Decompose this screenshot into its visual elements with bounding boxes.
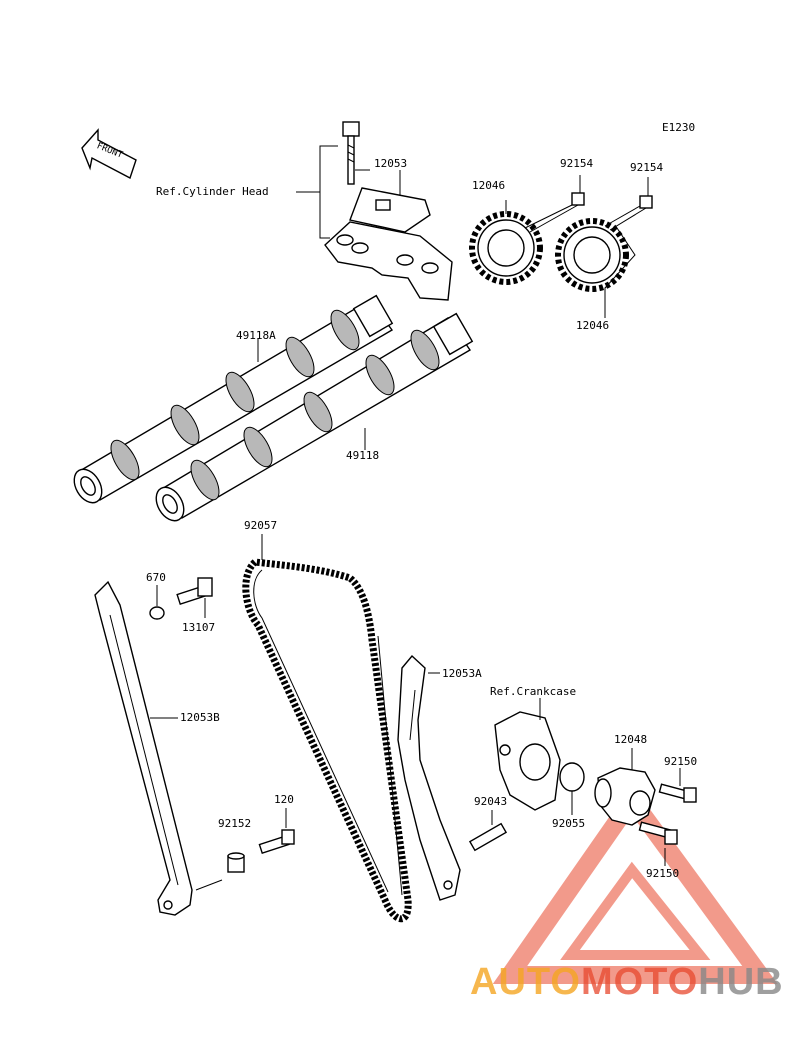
label-92043: 92043 [474, 795, 508, 808]
label-12048: 12048 [614, 733, 648, 746]
tensioner-bolt-upper [658, 768, 697, 803]
tensioner-housing [494, 698, 561, 811]
cam-chain [242, 534, 412, 923]
watermark-part-hub: HUB [698, 961, 784, 1003]
label-120: 120 [274, 793, 294, 806]
label-92152: 92152 [218, 817, 252, 830]
label-670: 670 [146, 571, 166, 584]
front-arrow-icon [81, 128, 137, 180]
camshaft-intake [73, 294, 394, 504]
label-92154-b: 92154 [630, 161, 664, 174]
watermark-part-moto: MOTO [580, 961, 699, 1003]
leader-lines-top [296, 145, 401, 239]
bolt-120 [258, 808, 295, 854]
label-12053A: 12053A [442, 667, 482, 680]
label-12046-bottom: 12046 [576, 319, 610, 332]
label-12053B: 12053B [180, 711, 220, 724]
cam-sprocket-right [555, 218, 636, 318]
camshaft-exhaust [155, 312, 474, 522]
chain-guide-right [397, 654, 461, 901]
watermark-logo [492, 784, 778, 984]
label-92150-a: 92150 [664, 755, 698, 768]
label-12046-top: 12046 [472, 179, 506, 192]
collar-92152 [195, 852, 245, 891]
label-92150-b: 92150 [646, 867, 680, 880]
tensioner-bolt-lower [638, 821, 678, 866]
watermark-text: AUTOMOTOHUB [470, 962, 784, 1002]
chain-guide-left [94, 580, 193, 916]
oring-670 [149, 585, 165, 620]
label-92057: 92057 [244, 519, 278, 532]
label-ref-cylinder-head: Ref.Cylinder Head [156, 185, 269, 198]
camshaft-holder [324, 187, 453, 301]
label-49118A: 49118A [236, 329, 276, 342]
chain-tensioner [594, 748, 656, 826]
label-ref-crankcase: Ref.Crankcase [490, 685, 577, 698]
oring-92055 [559, 762, 585, 815]
cam-sprocket-left [469, 200, 543, 285]
label-92154-a: 92154 [560, 157, 594, 170]
label-13107: 13107 [182, 621, 216, 634]
sprocket-bolts [524, 175, 653, 233]
guide-pin-92043 [468, 810, 508, 852]
guide-pin-13107 [176, 577, 213, 618]
label-49118: 49118 [346, 449, 380, 462]
label-92055: 92055 [552, 817, 586, 830]
diagram-code: E1230 [662, 121, 696, 134]
label-12053: 12053 [374, 157, 408, 170]
cam-cap-bolt [342, 121, 360, 185]
watermark-part-auto: AUTO [470, 961, 581, 1003]
